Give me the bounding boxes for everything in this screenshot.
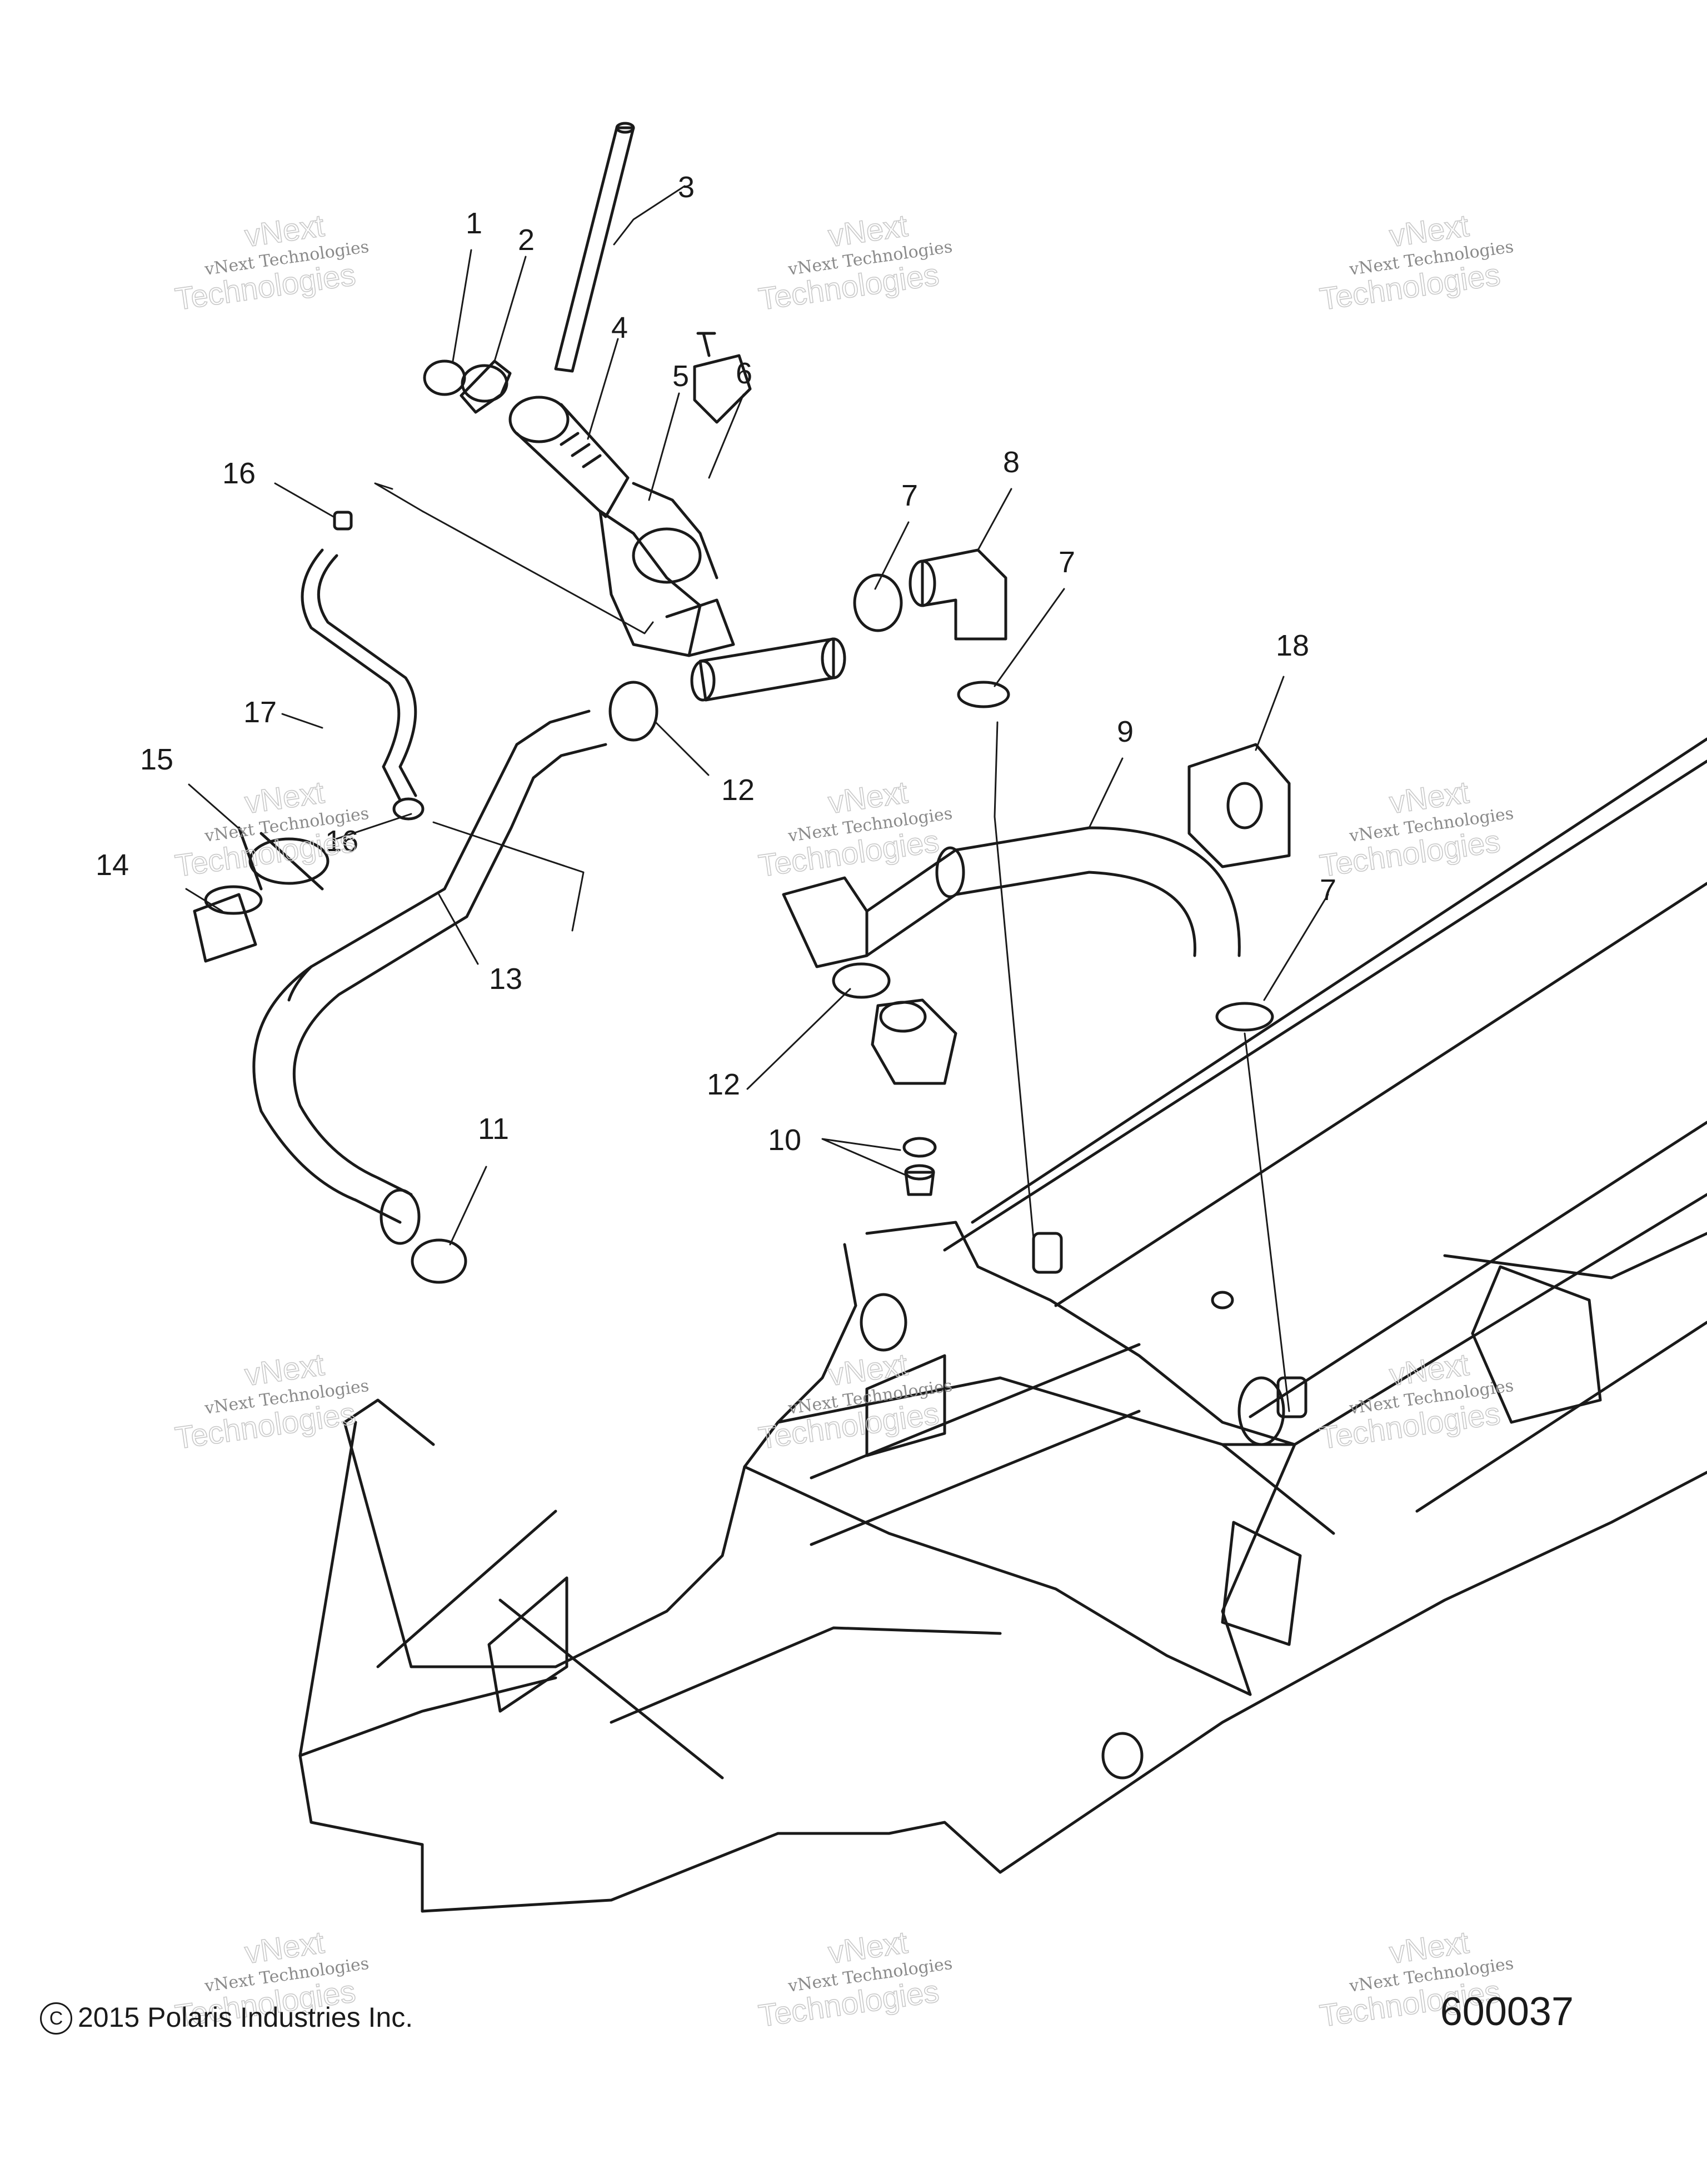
callout-16-a: 16 [222, 457, 256, 490]
callout-3: 3 [678, 171, 695, 204]
callout-7-c: 7 [1320, 873, 1336, 907]
thermostat-housing [871, 998, 957, 1085]
main-coolant-hose-part-13 [252, 709, 607, 1245]
watermark: vNext vNext Technologies Technologies [756, 207, 954, 317]
watermark: vNext vNext Technologies Technologies [756, 1924, 954, 2034]
watermark: vNext vNext Technologies Technologies [172, 1924, 370, 2034]
callout-14: 14 [96, 848, 129, 882]
clamp-part-7-c [1215, 1002, 1274, 1032]
callout-9: 9 [1117, 715, 1134, 748]
callout-10: 10 [768, 1123, 801, 1157]
callout-13: 13 [489, 962, 522, 996]
cap-part-14 [193, 885, 263, 963]
thermostat-part-10 [902, 1137, 937, 1196]
watermark: vNext vNext Technologies Technologies [756, 774, 954, 884]
callout-7-b: 7 [1059, 546, 1075, 579]
callout-2: 2 [518, 223, 535, 257]
callout-16-b: 16 [325, 824, 358, 858]
cable-tie-part-15 [237, 826, 330, 891]
copyright-symbol-icon: C [40, 2002, 72, 2035]
elbow-fitting-part-8 [909, 548, 1007, 641]
vent-tube-part-3 [554, 122, 635, 373]
overflow-hose-part-17 [301, 548, 425, 821]
leader-lines [185, 185, 1329, 1412]
figure-number: 600037 [1440, 1990, 1574, 2034]
copyright-notice: C 2015 Polaris Industries Inc. [40, 2001, 413, 2035]
callout-18: 18 [1276, 629, 1309, 662]
copyright-text: 2015 Polaris Industries Inc. [78, 2002, 413, 2033]
screw-part-6 [696, 332, 716, 357]
callout-15: 15 [140, 743, 173, 776]
callout-7-a: 7 [901, 479, 918, 512]
pressure-cap-part-2 [460, 359, 512, 414]
callouts: 1 2 3 4 5 6 7 8 7 18 16 17 12 9 15 16 14… [96, 171, 1336, 1157]
seal-ring-part-1 [423, 359, 466, 396]
callout-1: 1 [466, 207, 482, 240]
watermark: vNext vNext Technologies Technologies [172, 207, 370, 317]
callout-5: 5 [672, 359, 689, 393]
coolant-hose-part-9 [782, 826, 1241, 968]
callout-12-a: 12 [721, 773, 755, 807]
watermark: vNext vNext Technologies Technologies [1317, 207, 1515, 317]
foam-block-part-18 [1187, 743, 1291, 868]
plug-part-16 [333, 511, 353, 531]
clamp-part-12-a [608, 681, 658, 742]
y-pipe-fitting [690, 637, 846, 702]
callout-12-b: 12 [707, 1068, 740, 1101]
watermarks: vNext vNext Technologies Technologies vN… [172, 207, 1515, 2034]
filler-neck-part-4 [508, 396, 630, 518]
callout-4: 4 [611, 311, 628, 344]
clamp-part-7-a [853, 573, 903, 632]
watermark: vNext vNext Technologies Technologies [172, 1346, 370, 1456]
chassis-frame [298, 737, 1707, 1913]
watermark: vNext vNext Technologies Technologies [1317, 774, 1515, 884]
callout-17: 17 [243, 696, 277, 729]
clamp-part-12-b [832, 962, 891, 999]
coolant-bottle-part-5 [598, 354, 752, 657]
callout-6: 6 [736, 357, 752, 390]
clamp-part-7-b [957, 681, 1010, 708]
clamp-part-11 [411, 1238, 467, 1284]
watermark: vNext vNext Technologies Technologies [172, 774, 370, 884]
callout-8: 8 [1003, 446, 1020, 479]
callout-11: 11 [478, 1112, 509, 1146]
